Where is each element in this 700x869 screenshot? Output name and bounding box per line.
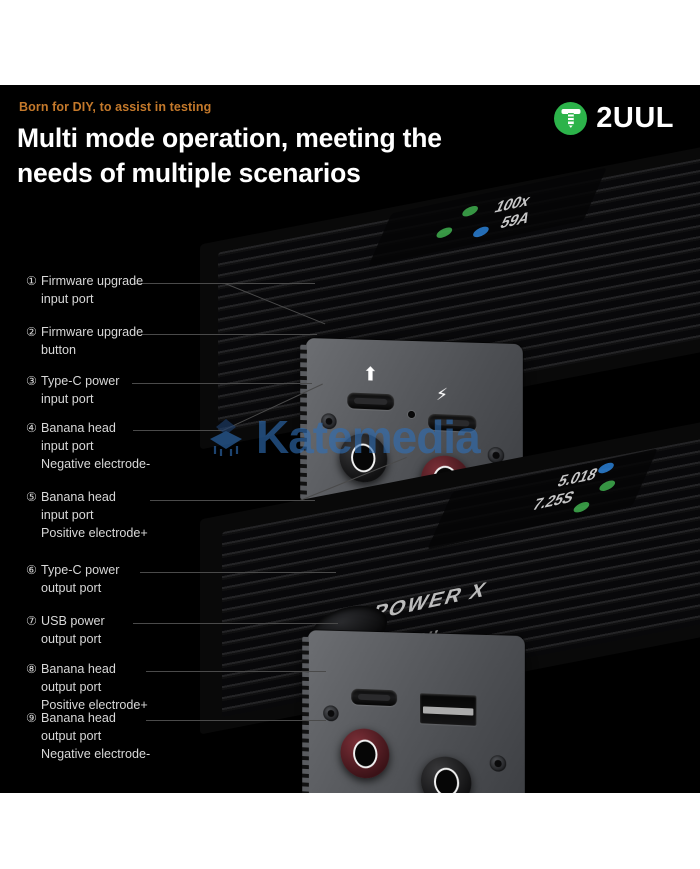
callout-7-label: USB power output port	[41, 614, 105, 646]
callout-5: ⑤ Banana head input port Positive electr…	[26, 489, 148, 543]
leader-line-5	[150, 500, 315, 501]
callout-6-number: ⑥	[26, 563, 37, 577]
banana-output-positive[interactable]	[340, 727, 390, 780]
callout-4-number: ④	[26, 421, 37, 435]
leader-line-2	[142, 334, 317, 335]
watermark: Katemedia	[202, 410, 481, 464]
leader-line-9	[146, 720, 326, 721]
brand-logo: 2UUL	[554, 102, 674, 135]
output-faceplate	[307, 630, 525, 793]
callout-6-label: Type-C power output port	[41, 563, 120, 595]
status-dot-blue-2	[596, 461, 616, 475]
callout-4-label: Banana head input port Negative electrod…	[41, 421, 151, 471]
leader-line-3	[132, 383, 312, 384]
status-dot-green-4	[571, 500, 592, 514]
callout-3-number: ③	[26, 374, 37, 388]
tagline: Born for DIY, to assist in testing	[19, 100, 212, 114]
status-dot-green	[460, 204, 480, 218]
callout-6: ⑥ Type-C power output port	[26, 562, 119, 598]
status-dot-blue	[471, 225, 491, 239]
callout-8-number: ⑧	[26, 662, 37, 676]
page-title: Multi mode operation, meeting the needs …	[17, 123, 442, 189]
watermark-text: Katemedia	[256, 411, 481, 463]
callout-7: ⑦ USB power output port	[26, 613, 105, 649]
callout-7-number: ⑦	[26, 614, 37, 628]
screen-value-4: 5.018	[554, 464, 601, 492]
chip-icon	[202, 413, 250, 461]
callout-3-label: Type-C power input port	[41, 374, 120, 406]
output-screw-right	[489, 754, 507, 773]
bolt-icon: ⚡	[435, 384, 449, 405]
callout-1-number: ①	[26, 274, 37, 288]
screw-icon	[554, 102, 588, 135]
callout-8: ⑧ Banana head output port Positive elect…	[26, 661, 148, 715]
callout-2-label: Firmware upgrade button	[41, 325, 144, 357]
promo-stage: Born for DIY, to assist in testing Multi…	[0, 85, 700, 793]
leader-line-7	[133, 623, 338, 624]
status-dot-green-3	[597, 479, 617, 493]
callout-8-label: Banana head output port Positive electro…	[41, 662, 148, 712]
callout-4: ④ Banana head input port Negative electr…	[26, 420, 150, 474]
callout-9-number: ⑨	[26, 711, 37, 725]
leader-line-8	[146, 671, 326, 672]
callout-5-number: ⑤	[26, 490, 37, 504]
banana-output-negative[interactable]	[420, 755, 472, 793]
callout-9: ⑨ Banana head output port Negative elect…	[26, 710, 150, 764]
callout-2: ② Firmware upgrade button	[26, 324, 143, 360]
callout-9-label: Banana head output port Negative electro…	[41, 711, 151, 761]
status-dot-green-2	[434, 226, 455, 240]
callout-3: ③ Type-C power input port	[26, 373, 119, 409]
usb-power-output-port[interactable]	[419, 693, 477, 726]
typec-power-output-port[interactable]	[351, 688, 398, 707]
firmware-upgrade-usbc-port[interactable]	[347, 392, 395, 411]
leader-line-6	[140, 572, 336, 573]
callout-5-label: Banana head input port Positive electrod…	[41, 490, 148, 540]
brand-name: 2UUL	[596, 102, 674, 134]
callout-2-number: ②	[26, 325, 37, 339]
callout-1-label: Firmware upgrade input port	[41, 274, 144, 306]
upload-icon: ⬆	[362, 364, 379, 386]
callout-1: ① Firmware upgrade input port	[26, 273, 143, 309]
screen-value-3: 7.25S	[529, 487, 578, 515]
leader-line-4	[133, 430, 223, 431]
